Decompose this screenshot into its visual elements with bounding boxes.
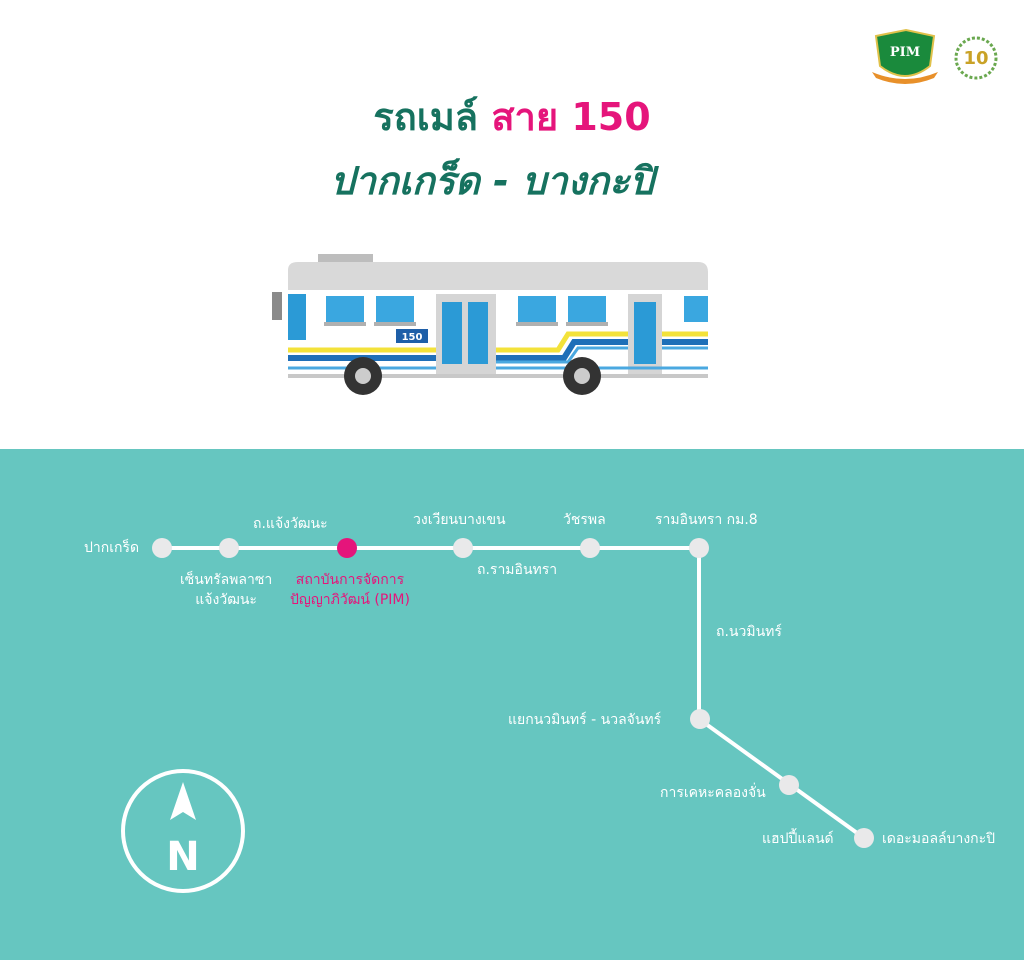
compass-letter: N xyxy=(166,834,199,880)
stop-label: รามอินทรา กม.8 xyxy=(655,512,758,528)
stop-node xyxy=(690,709,710,729)
road-label: ถ.แจ้งวัฒนะ xyxy=(253,516,328,532)
stop-label: แยกนวมินทร์ - นวลจันทร์ xyxy=(508,712,662,728)
stop-node xyxy=(453,538,473,558)
route-subtitle: ปากเกร็ด - บางกะปิ xyxy=(330,159,654,203)
stop-node xyxy=(779,775,799,795)
stop-node-highlight xyxy=(337,538,357,558)
stop-node xyxy=(152,538,172,558)
stop-node xyxy=(689,538,709,558)
page-title: รถเมล์ สาย 150 xyxy=(0,86,1024,147)
title-prefix: รถเมล์ xyxy=(373,95,479,139)
stop-label: เซ็นทรัลพลาซาแจ้งวัฒนะ xyxy=(180,570,272,610)
bus-number: 150 xyxy=(402,332,423,343)
svg-text:PIM: PIM xyxy=(890,45,920,60)
road-label: ถ.นวมินทร์ xyxy=(716,624,782,640)
stop-label-pim: สถาบันการจัดการปัญญาภิวัฒน์ (PIM) xyxy=(290,570,410,610)
stop-label-line1: เซ็นทรัลพลาซา xyxy=(180,572,273,588)
stop-label-line2: แจ้งวัฒนะ xyxy=(195,592,257,608)
stop-label-line1: สถาบันการจัดการ xyxy=(295,572,405,588)
route-number-title: สาย 150 xyxy=(491,95,651,139)
bus-illustration: 150 xyxy=(272,254,708,395)
stop-label-line2: ปัญญาภิวัฒน์ (PIM) xyxy=(290,592,410,608)
stop-label: วงเวียนบางเขน xyxy=(413,512,506,528)
stop-label: ปากเกร็ด xyxy=(84,540,140,556)
stop-label: การเคหะคลองจั่น xyxy=(660,785,766,801)
stop-label: เดอะมอลล์บางกะปิ xyxy=(882,831,996,847)
stop-node xyxy=(219,538,239,558)
stop-label: วัชรพล xyxy=(563,512,606,528)
stop-node xyxy=(580,538,600,558)
compass-north-icon: N xyxy=(121,769,245,893)
svg-text:10: 10 xyxy=(963,48,988,69)
header-section: รถเมล์ สาย 150 ปากเกร็ด - บางกะปิ PIM 10… xyxy=(0,0,1024,449)
stop-label: แฮปปี้แลนด์ xyxy=(762,831,834,847)
route-map xyxy=(0,449,1024,960)
pim-logos: PIM 10 xyxy=(872,28,998,84)
stop-node xyxy=(854,828,874,848)
road-label: ถ.รามอินทรา xyxy=(477,562,558,578)
